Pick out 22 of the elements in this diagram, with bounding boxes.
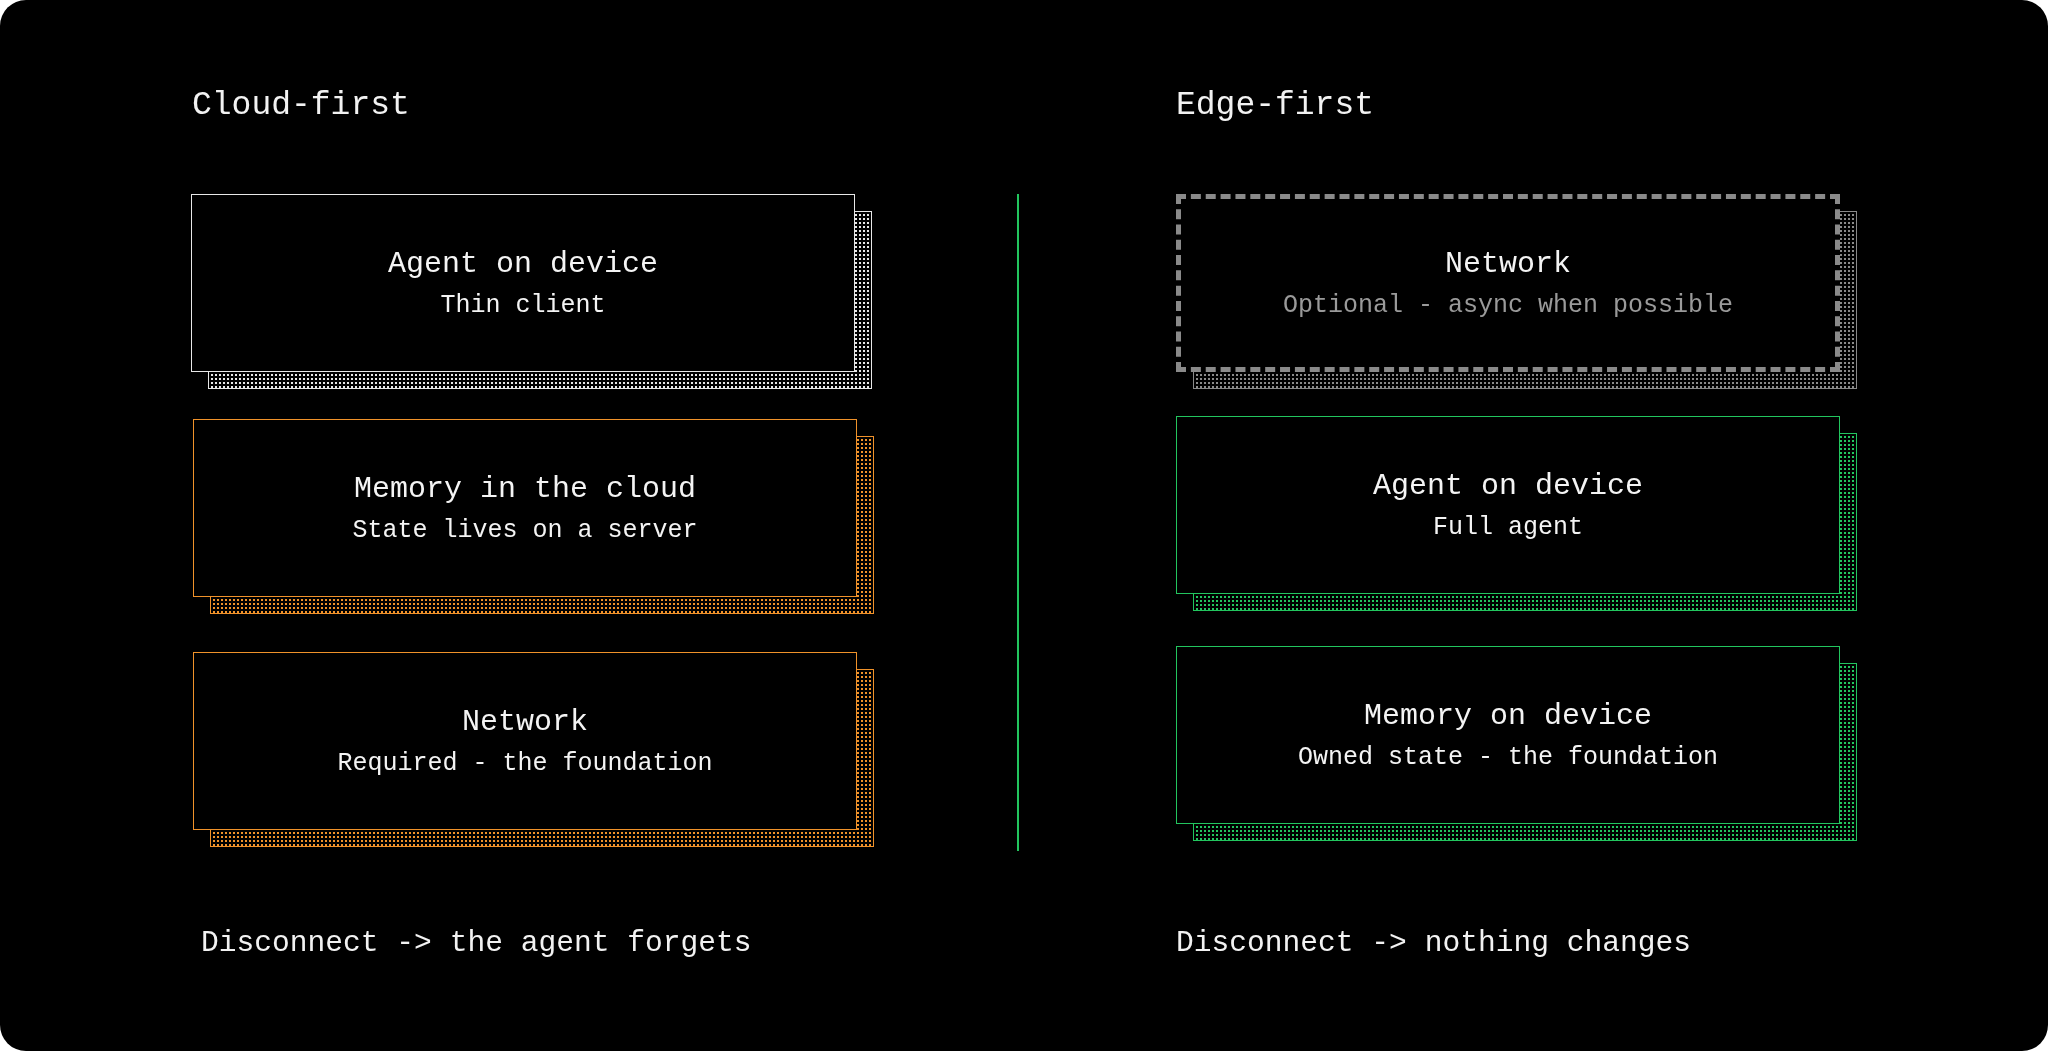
box-subtitle: Optional - async when possible bbox=[1282, 290, 1734, 320]
box-title: Agent on device bbox=[387, 246, 658, 281]
box-title: Memory on device bbox=[1363, 698, 1652, 733]
box-subtitle: Full agent bbox=[1433, 512, 1583, 542]
box-title: Network bbox=[1445, 246, 1571, 281]
layer-box bbox=[1176, 646, 1840, 824]
box-title: Agent on device bbox=[1372, 468, 1643, 503]
summary-text: Disconnect -> the agent forgets bbox=[201, 926, 752, 962]
layer-box bbox=[193, 419, 857, 597]
box-title: Memory in the cloud bbox=[353, 471, 697, 506]
box-subtitle: Thin client bbox=[440, 290, 606, 320]
box-subtitle: Required - the foundation bbox=[337, 748, 713, 778]
column-heading: Edge-first bbox=[1176, 86, 1375, 126]
column-heading: Cloud-first bbox=[192, 86, 410, 126]
box-subtitle: State lives on a server bbox=[352, 515, 698, 545]
dashed-box bbox=[1176, 194, 1840, 372]
summary-text: Disconnect -> nothing changes bbox=[1176, 926, 1691, 962]
layer-box bbox=[191, 194, 855, 372]
layer-box bbox=[193, 652, 857, 830]
layer-box bbox=[1176, 416, 1840, 594]
box-title: Network bbox=[462, 704, 588, 739]
box-subtitle: Owned state - the foundation bbox=[1297, 742, 1719, 772]
